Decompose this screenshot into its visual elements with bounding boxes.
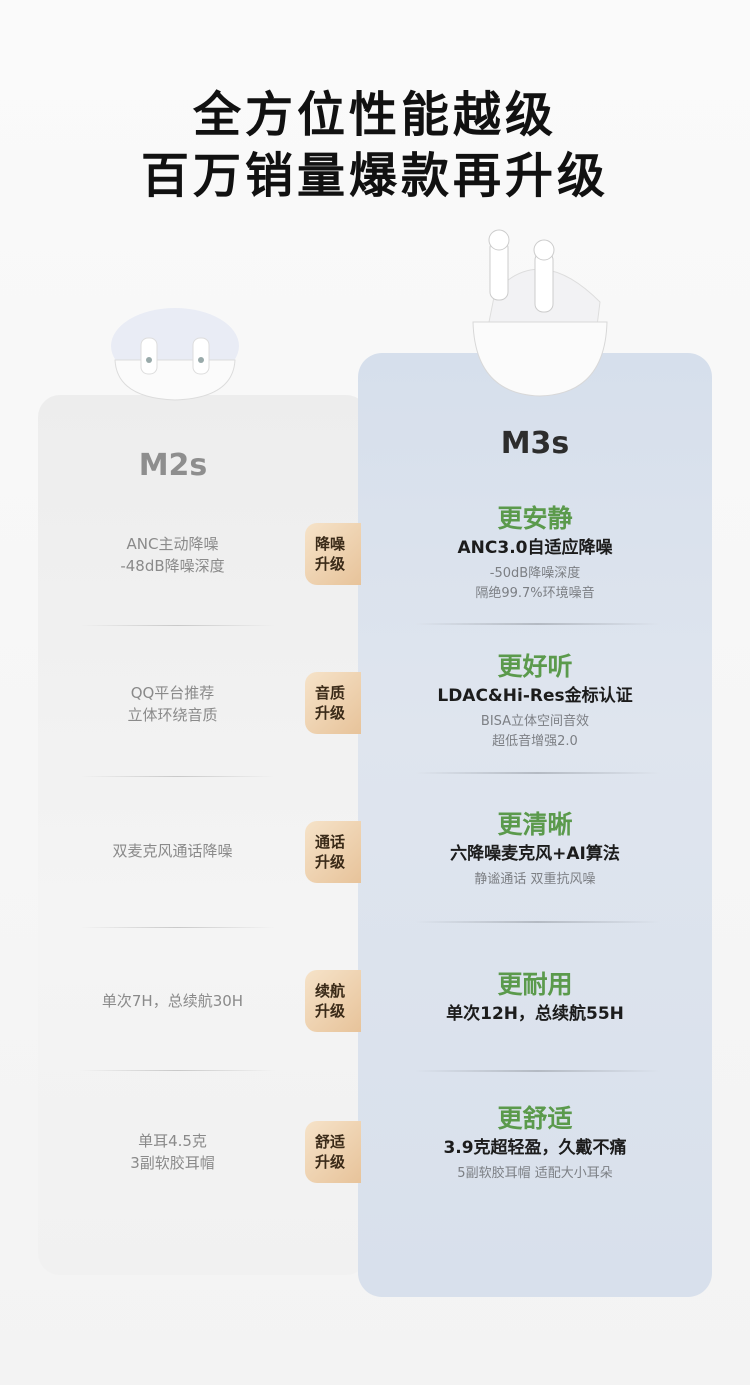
divider: [415, 921, 660, 923]
badge-anc-upgrade: 降噪升级: [305, 523, 361, 585]
badge-audio-upgrade: 音质升级: [305, 672, 361, 734]
m2s-spec-audio: QQ平台推荐立体环绕音质: [127, 684, 218, 724]
divider: [415, 1070, 660, 1072]
divider: [415, 623, 660, 625]
m3s-earbuds-image: [472, 229, 608, 397]
badge-call-upgrade: 通话升级: [305, 821, 361, 883]
m3s-feature-call: 更清晰六降噪麦克风+AI算法 静谧通话 双重抗风噪: [450, 810, 620, 887]
m2s-spec-anc: ANC主动降噪-48dB降噪深度: [120, 535, 225, 575]
m2s-label: M2s: [138, 448, 208, 483]
headline-line-2: 百万销量爆款再升级: [140, 148, 609, 204]
m3s-feature-battery: 更耐用单次12H，总续航55H: [446, 970, 624, 1024]
m2s-earbuds-image: [111, 308, 239, 401]
m3s-label: M3s: [500, 426, 570, 461]
divider: [80, 927, 275, 928]
badge-comfort-upgrade: 舒适升级: [305, 1121, 361, 1183]
divider: [415, 772, 660, 774]
badge-battery-upgrade: 续航升级: [305, 970, 361, 1032]
divider: [80, 625, 275, 626]
m2s-spec-call: 双麦克风通话降噪: [112, 842, 233, 860]
divider: [80, 1070, 275, 1071]
headline-line-1: 全方位性能越级: [192, 87, 557, 143]
m3s-panel: [358, 353, 712, 1297]
divider: [80, 776, 275, 777]
m2s-spec-battery: 单次7H，总续航30H: [101, 992, 244, 1010]
